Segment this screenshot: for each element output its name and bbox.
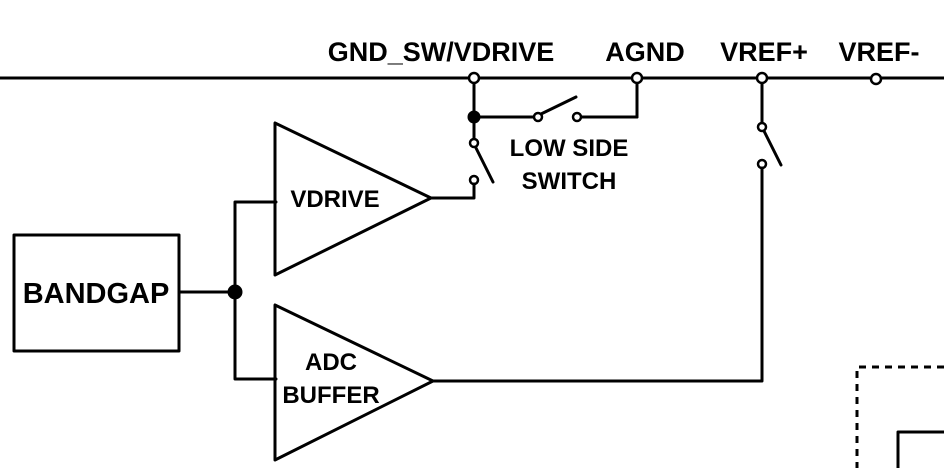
pin-node-vref-plus <box>755 71 769 85</box>
adc-buffer-output-wire <box>431 166 764 383</box>
pin-label-vref-minus: VREF- <box>839 37 920 67</box>
adc-buffer-label-line2: BUFFER <box>282 382 379 409</box>
low-side-switch-label-line2: SWITCH <box>522 168 617 195</box>
low-side-switch-blade <box>539 95 578 116</box>
bandgap-junction-dot <box>227 284 243 300</box>
vdrive-output-wire <box>429 182 476 200</box>
low-side-switch-label-line1: LOW SIDE <box>510 135 629 162</box>
partial-block-outline <box>896 430 944 468</box>
pin-node-vref-minus <box>869 72 883 86</box>
vdrive-switch-contact-top <box>468 137 480 149</box>
pin-node-gnd-sw-vdrive <box>467 71 481 85</box>
dashed-boundary-box <box>855 365 944 468</box>
vdrive-switch-blade <box>474 146 495 184</box>
pin-label-vref-plus: VREF+ <box>720 37 808 67</box>
vdrive-amplifier-triangle <box>273 121 433 277</box>
adc-buffer-amplifier-triangle <box>273 303 435 462</box>
bandgap-label: BANDGAP <box>23 278 170 310</box>
vref-plus-switch-blade <box>762 129 783 167</box>
low-side-switch-contact-right <box>571 111 583 123</box>
vref-plus-switch-contact-top <box>756 121 768 133</box>
adc-buffer-label-line1: ADC <box>305 349 357 376</box>
pin-label-agnd: AGND <box>605 37 685 67</box>
pin-node-agnd <box>630 71 644 85</box>
pin-label-gnd-sw-vdrive: GND_SW/VDRIVE <box>328 37 555 67</box>
low-side-switch-contact-left <box>532 111 544 123</box>
vdrive-amplifier-label: VDRIVE <box>290 186 379 213</box>
